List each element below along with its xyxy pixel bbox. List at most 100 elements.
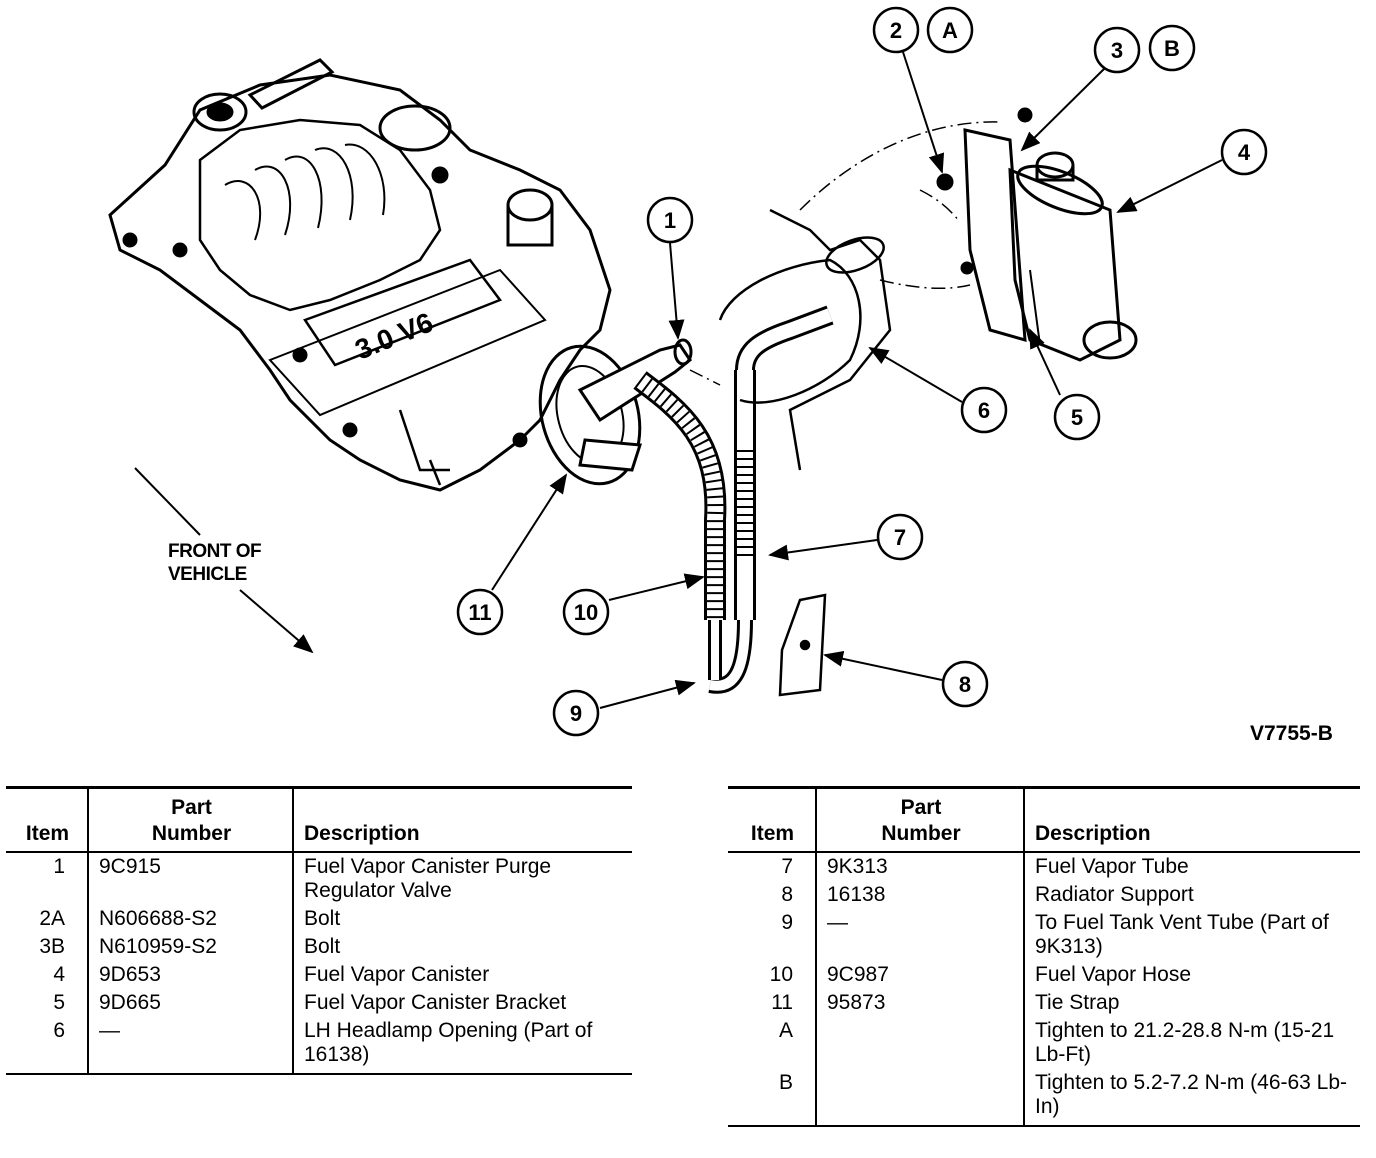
description-header: Description (292, 787, 632, 853)
canister-illustration (936, 107, 1138, 362)
part-number-header: Part Number (815, 787, 1024, 853)
part-number-cell: N610959-S2 (87, 933, 293, 961)
item-cell: 7 (781, 855, 793, 878)
description-cell: Tighten to 5.2-7.2 N-m (46-63 Lb-In) (1023, 1069, 1360, 1127)
front-of-vehicle-label: FRONT OF VEHICLE (168, 540, 262, 586)
part-header-line-2: Number (151, 822, 232, 845)
svg-text:B: B (1164, 36, 1180, 61)
callout-5: 5 (1053, 393, 1101, 441)
description-cell: Radiator Support (1023, 881, 1360, 909)
part-number-cell: 9K313 (815, 852, 1024, 881)
part-number-cell: 9D653 (87, 961, 293, 989)
svg-text:1: 1 (664, 208, 676, 233)
svg-text:7: 7 (894, 525, 906, 550)
svg-text:8: 8 (959, 672, 971, 697)
part-number-cell: — (815, 909, 1024, 961)
exploded-diagram: 3.0 V6 (108, 6, 1268, 737)
part-number-cell: 9C987 (815, 961, 1024, 989)
table-header-row: Item Part Number Description (6, 787, 632, 853)
table-row: 9 —To Fuel Tank Vent Tube (Part of 9K313) (728, 909, 1360, 961)
callout-6: 6 (960, 386, 1008, 434)
item-header: Item (728, 787, 816, 853)
callout-a: A (926, 6, 974, 54)
description-header: Description (1023, 787, 1360, 853)
part-header-line-1: Part (900, 796, 942, 819)
figure-code: V7755-B (1250, 722, 1333, 745)
part-number-cell: — (87, 1017, 293, 1075)
part-number-header: Part Number (87, 787, 293, 853)
svg-text:2: 2 (890, 18, 902, 43)
item-cell: 5 (53, 991, 65, 1014)
part-number-cell (815, 1017, 1024, 1069)
part-number-cell: 16138 (815, 881, 1024, 909)
item-cell: 9 (781, 911, 793, 934)
item-cell: 8 (781, 883, 793, 906)
engine-illustration: 3.0 V6 (108, 58, 612, 492)
item-header: Item (6, 787, 88, 853)
callout-4: 4 (1220, 128, 1268, 176)
radiator-support-illustration (718, 208, 892, 697)
description-cell: Fuel Vapor Canister (292, 961, 632, 989)
svg-text:11: 11 (468, 600, 491, 625)
table-row: B Tighten to 5.2-7.2 N-m (46-63 Lb-In) (728, 1069, 1360, 1127)
svg-text:10: 10 (574, 600, 598, 625)
part-number-cell: 9D665 (87, 989, 293, 1017)
svg-text:4: 4 (1238, 140, 1251, 165)
description-cell: Fuel Vapor Hose (1023, 961, 1360, 989)
purge-valve-illustration (538, 338, 693, 486)
item-cell: 3B (39, 935, 65, 958)
svg-text:A: A (942, 18, 958, 43)
callout-9: 9 (552, 689, 600, 737)
front-label-line-1: FRONT OF (168, 541, 262, 562)
description-cell: Fuel Vapor Canister Purge Regulator Valv… (292, 852, 632, 905)
part-number-cell (815, 1069, 1024, 1127)
callout-b: B (1148, 24, 1196, 72)
table-header-row: Item Part Number Description (728, 787, 1360, 853)
item-cell: B (728, 1069, 816, 1127)
callout-8: 8 (941, 660, 989, 708)
svg-text:5: 5 (1071, 405, 1083, 430)
callout-2: 2 (872, 6, 920, 54)
svg-text:9: 9 (570, 701, 582, 726)
item-cell: 2A (39, 907, 65, 930)
item-cell: 1 (53, 855, 65, 878)
description-cell: Fuel Vapor Tube (1023, 852, 1360, 881)
callout-3: 3 (1093, 26, 1141, 74)
description-cell: Bolt (292, 905, 632, 933)
description-cell: Tie Strap (1023, 989, 1360, 1017)
description-cell: Bolt (292, 933, 632, 961)
callout-11: 11 (456, 588, 504, 636)
callout-7: 7 (876, 513, 924, 561)
part-number-cell: 95873 (815, 989, 1024, 1017)
part-header-line-1: Part (171, 796, 212, 819)
front-direction-arrow (134, 467, 314, 654)
item-cell: 11 (771, 991, 793, 1014)
alignment-lines (689, 121, 1001, 386)
leader-lines (491, 51, 1223, 709)
svg-text:3: 3 (1111, 38, 1123, 63)
svg-text:6: 6 (978, 398, 990, 423)
table-row: A Tighten to 21.2-28.8 N-m (15-21 Lb-Ft) (728, 1017, 1360, 1069)
part-number-cell: N606688-S2 (87, 905, 293, 933)
table-row: 6—LH Headlamp Opening (Part of 16138) (6, 1017, 632, 1075)
description-cell: Fuel Vapor Canister Bracket (292, 989, 632, 1017)
item-cell: A (778, 1019, 793, 1042)
description-cell: LH Headlamp Opening (Part of 16138) (292, 1017, 632, 1075)
part-number-cell: 9C915 (87, 852, 293, 905)
description-cell: To Fuel Tank Vent Tube (Part of 9K313) (1023, 909, 1360, 961)
description-cell: Tighten to 21.2-28.8 N-m (15-21 Lb-Ft) (1023, 1017, 1360, 1069)
part-header-line-2: Number (881, 822, 961, 845)
fuel-vapor-hoses (633, 305, 834, 694)
callout-1: 1 (646, 196, 694, 244)
item-cell: 10 (769, 963, 793, 986)
